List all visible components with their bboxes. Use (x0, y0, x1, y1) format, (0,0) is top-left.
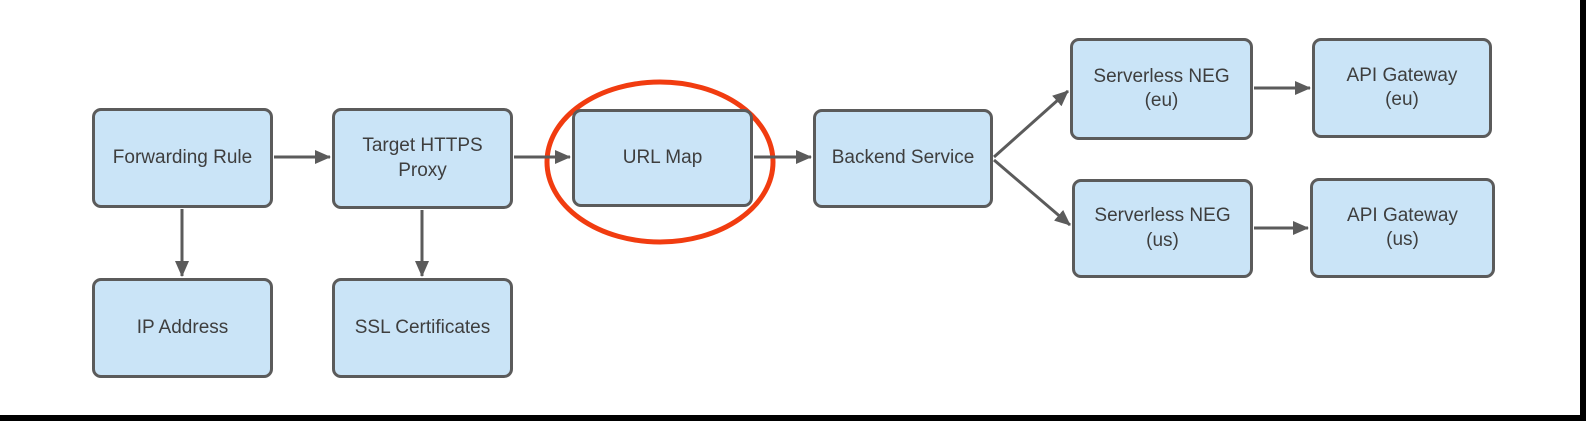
node-serverless-neg-eu: Serverless NEG (eu) (1070, 38, 1253, 140)
node-ssl-certificates: SSL Certificates (332, 278, 513, 378)
node-label: SSL Certificates (354, 316, 491, 338)
node-api-gateway-eu: API Gateway (eu) (1312, 38, 1492, 138)
node-label: URL Map (622, 146, 703, 168)
edge-backendservice-negus (993, 158, 1071, 227)
node-backend-service: Backend Service (813, 109, 993, 208)
node-target-https-proxy: Target HTTPS Proxy (332, 108, 513, 209)
node-label: IP Address (136, 316, 229, 338)
node-label: Serverless NEG (us) (1094, 205, 1231, 251)
node-serverless-neg-us: Serverless NEG (us) (1072, 179, 1253, 278)
node-label: API Gateway (us) (1347, 204, 1458, 250)
node-label: API Gateway (eu) (1346, 64, 1458, 110)
node-label: Serverless NEG (eu) (1093, 65, 1230, 111)
node-forwarding-rule: Forwarding Rule (92, 108, 273, 208)
node-label: Target HTTPS Proxy (362, 135, 483, 181)
edge-backendservice-negeu (993, 89, 1069, 159)
node-api-gateway-us: API Gateway (us) (1310, 178, 1495, 278)
node-url-map: URL Map (572, 109, 753, 207)
node-ip-address: IP Address (92, 278, 273, 378)
node-label: Forwarding Rule (112, 146, 253, 168)
node-label: Backend Service (831, 147, 975, 169)
